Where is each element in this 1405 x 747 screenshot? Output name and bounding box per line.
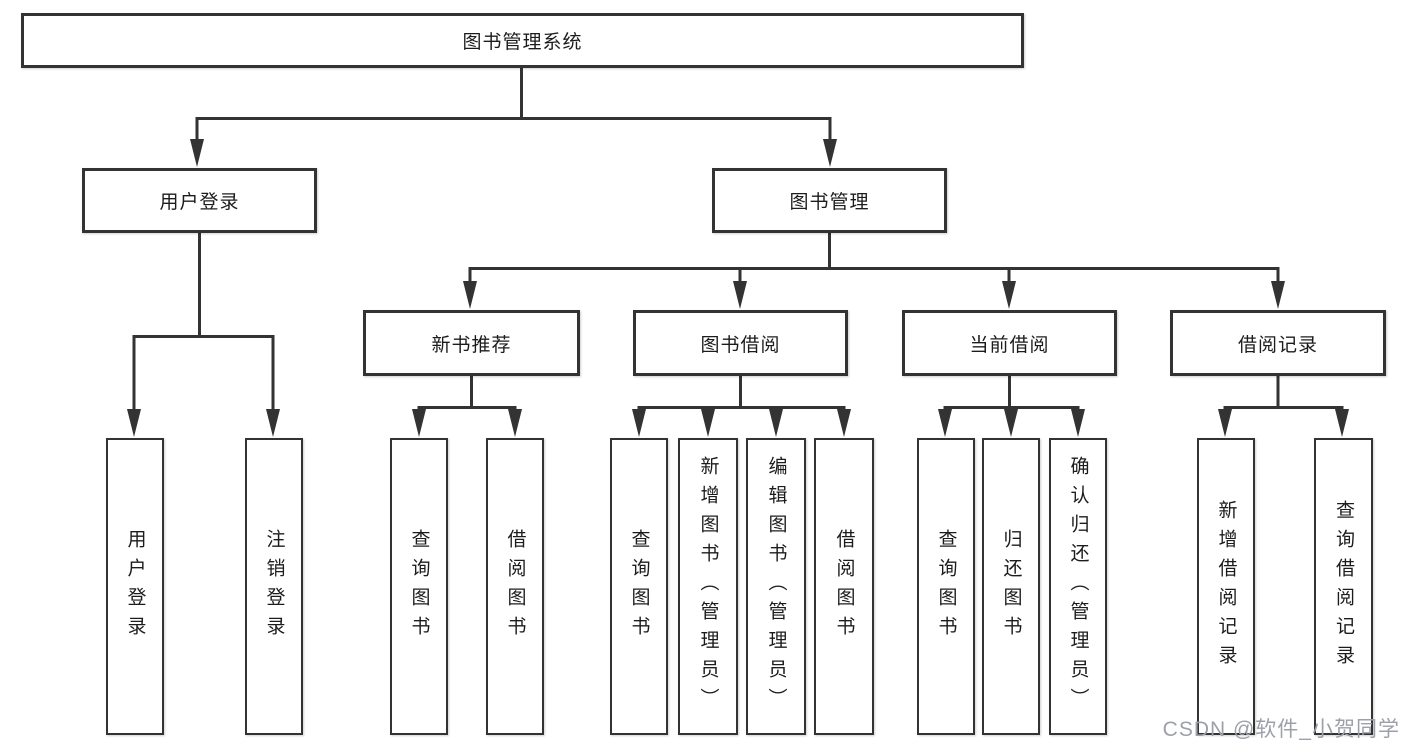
node-library-management-system: 图书管理系统 [21,13,1024,68]
leaf-label: 用户登录 [124,528,146,645]
watermark-text: CSDN @软件_小贺同学 [1162,718,1400,741]
leaf-label: 借阅图书 [504,528,526,645]
leaf-label: 注销登录 [263,528,285,645]
leaf-query-books-borrowing: 查询图书 [610,438,668,735]
leaf-label: 查询借阅记录 [1333,499,1354,674]
leaf-add-book-admin: 新增图书（管理员） [678,438,738,735]
leaf-add-borrow-record: 新增借阅记录 [1197,438,1255,735]
node-book-borrowing: 图书借阅 [633,310,848,376]
node-borrowing-records: 借阅记录 [1170,310,1386,376]
leaf-return-book: 归还图书 [982,438,1040,735]
node-current-borrowing: 当前借阅 [902,310,1117,376]
leaf-label: 新增图书（管理员） [697,456,719,717]
node-label: 借阅记录 [1237,334,1318,356]
node-label: 新书推荐 [431,334,512,356]
leaf-label: 新增借阅记录 [1215,499,1237,674]
leaf-label: 查询图书 [935,528,957,645]
leaf-borrow-books-borrowing: 借阅图书 [814,438,874,735]
node-label: 图书借阅 [700,334,781,356]
leaf-label: 查询图书 [628,528,650,645]
leaf-label: 归还图书 [1000,528,1022,645]
node-book-management: 图书管理 [712,168,947,233]
leaf-query-books-recommend: 查询图书 [390,438,448,735]
leaf-query-borrow-record: 查询借阅记录 [1314,438,1373,735]
leaf-user-login: 用户登录 [106,438,164,735]
leaf-logout: 注销登录 [245,438,303,735]
node-label: 图书管理 [789,192,870,213]
leaf-borrow-books-recommend: 借阅图书 [486,438,544,735]
node-label: 用户登录 [159,192,240,213]
leaf-label: 查询图书 [408,528,430,645]
leaf-label: 编辑图书（管理员） [765,456,787,717]
leaf-confirm-return-admin: 确认归还（管理员） [1049,438,1107,735]
leaf-edit-book-admin: 编辑图书（管理员） [746,438,806,735]
node-label: 图书管理系统 [462,32,583,53]
leaf-query-books-current: 查询图书 [917,438,975,735]
leaf-label: 确认归还（管理员） [1067,456,1089,717]
leaf-label: 借阅图书 [833,528,855,645]
node-label: 当前借阅 [969,334,1050,356]
node-user-login: 用户登录 [82,168,317,233]
node-new-book-recommendation: 新书推荐 [363,310,580,376]
